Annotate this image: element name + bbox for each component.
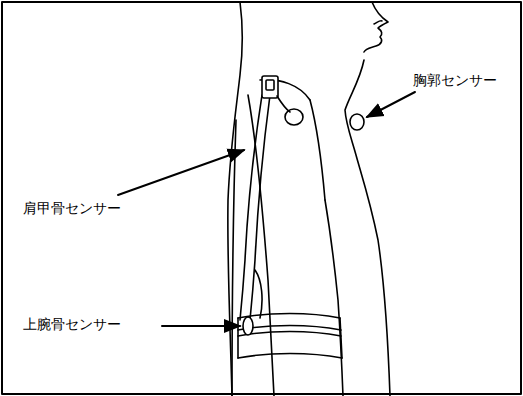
humerus-sensor-label: 上腕骨センサー [22, 316, 122, 333]
scapula-sensor-label: 肩甲骨センサー [22, 200, 122, 217]
thorax-sensor-label: 胸郭センサー [412, 72, 498, 89]
